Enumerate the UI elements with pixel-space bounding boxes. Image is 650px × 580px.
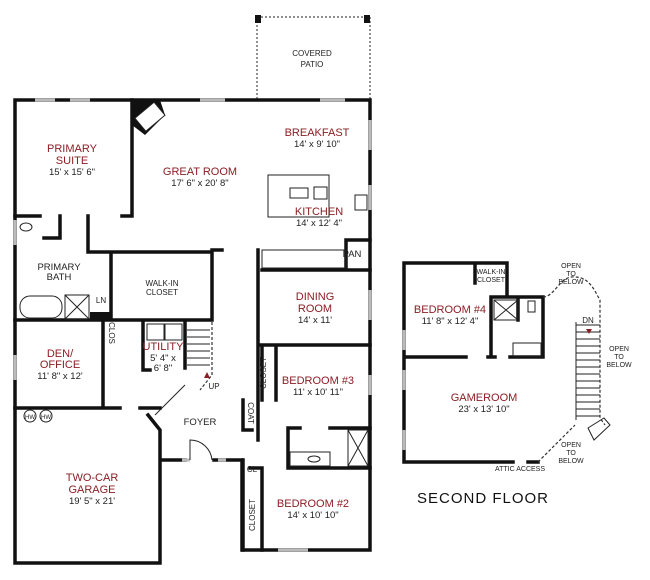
svg-text:OPEN: OPEN [609, 346, 629, 353]
water-heater-icon [39, 409, 53, 423]
primary-suite-label: PRIMARY [47, 143, 98, 155]
utility-dims: 5' 4" x [150, 353, 176, 364]
covered-patio-outline [255, 15, 371, 100]
down-arrow-icon [586, 329, 592, 334]
great-room-dims: 17' 6" x 20' 8" [171, 178, 228, 189]
shower-icon [64, 294, 90, 320]
shower-icon [493, 299, 519, 321]
garage-label: GARAGE [68, 484, 115, 496]
utility-dims: 6' 8" [154, 363, 172, 374]
windows [13, 98, 372, 552]
water-heater-label: HW [41, 415, 51, 421]
stairs-up-label: UP [208, 382, 219, 391]
dining-room-label: ROOM [298, 303, 332, 315]
closet-label: CLOSET [259, 357, 268, 389]
garage-dims: 19' 5" x 21' [69, 496, 115, 507]
walk-in-closet-label: WALK-IN [145, 279, 178, 288]
covered-patio-label: COVERED [292, 49, 332, 58]
covered-patio-label: PATIO [301, 60, 324, 69]
toilet-icon [527, 300, 536, 313]
open-to-below-railing [537, 276, 606, 463]
primary-suite-dims: 15' x 15' 6" [49, 167, 95, 178]
water-heater-icon [23, 409, 37, 423]
utility-label: UTILITY [143, 341, 185, 353]
stairs-down-label: DN [582, 316, 594, 325]
kitchen-counter [261, 249, 347, 269]
closet-label: CLOS [107, 322, 116, 344]
open-to-below-label: OPEN TO BELOW [558, 442, 584, 465]
bathtub-icon [19, 295, 63, 319]
gameroom-dims: 23' x 13' 10" [458, 404, 509, 415]
first-floor: COVERED PATIO BREAKFAST 14' x 9' 10" PRI… [13, 15, 372, 565]
bedroom-2-label: BEDROOM #2 [277, 498, 349, 510]
primary-suite-label: SUITE [56, 155, 88, 167]
walk-in-closet-label: CLOSET [477, 277, 506, 284]
front-door[interactable] [189, 439, 213, 461]
staircase [575, 322, 611, 441]
svg-text:TO: TO [614, 354, 624, 361]
foyer-label: FOYER [184, 417, 217, 428]
primary-bath-label: PRIMARY [37, 262, 81, 273]
breakfast-label: BREAKFAST [285, 127, 350, 139]
shower-icon [347, 429, 369, 467]
second-floor: WALK-IN CLOSET BEDROOM #4 11' 8" x 12' 4… [402, 261, 632, 507]
sink-icon [289, 187, 309, 199]
linen-closet-fill [90, 312, 111, 320]
pantry-label: PAN [343, 249, 362, 260]
dishwasher-icon [313, 186, 328, 200]
svg-text:OPEN: OPEN [561, 263, 581, 270]
bedroom-4-dims: 11' 8" x 12' 4" [422, 316, 479, 327]
den-office-dims: 11' 8" x 12' [37, 371, 83, 382]
garage-label: TWO-CAR [66, 472, 119, 484]
breakfast-dims: 14' x 9' 10" [294, 139, 340, 150]
open-to-below-label: OPEN TO BELOW [558, 263, 584, 286]
great-room-label: GREAT ROOM [163, 166, 237, 178]
svg-text:BELOW: BELOW [606, 362, 632, 369]
svg-text:BELOW: BELOW [558, 458, 584, 465]
svg-text:TO: TO [566, 450, 576, 457]
toilet-icon [19, 222, 33, 232]
gameroom-label: GAMEROOM [451, 392, 518, 404]
svg-text:BELOW: BELOW [558, 279, 584, 286]
bedroom-2-dims: 14' x 10' 10" [287, 510, 338, 521]
staircase [154, 322, 213, 416]
bedroom-4-label: BEDROOM #4 [414, 304, 486, 316]
kitchen-label: KITCHEN [295, 206, 343, 218]
closet-label: CLOSET [248, 499, 257, 531]
up-arrow-icon [204, 372, 210, 378]
interior-walls [13, 98, 372, 552]
walk-in-closet-label: WALK-IN [477, 269, 506, 276]
attic-access-label: ATTIC ACCESS [495, 466, 545, 473]
water-heater-label: HW [25, 415, 35, 421]
exterior-walls [402, 261, 545, 464]
primary-bath-label: BATH [47, 272, 72, 283]
second-floor-title: SECOND FLOOR [417, 490, 549, 507]
den-office-label: DEN/ [47, 348, 74, 360]
svg-text:OPEN: OPEN [561, 442, 581, 449]
range-icon [354, 194, 368, 211]
den-office-label: OFFICE [40, 359, 80, 371]
coat-closet-label: COAT [246, 402, 255, 424]
dining-room-label: DINING [296, 291, 335, 303]
bedroom-3-dims: 11' x 10' 11" [293, 387, 343, 398]
cl-label: CL [247, 465, 258, 474]
dryer-icon [164, 323, 183, 341]
vanity-icon [512, 342, 542, 357]
dining-room-dims: 14' x 11' [298, 315, 332, 326]
linen-label: LN [96, 296, 106, 305]
washer-icon [146, 323, 165, 341]
open-to-below-label: OPEN TO BELOW [606, 346, 632, 369]
sink-icon [307, 455, 321, 463]
svg-text:TO: TO [566, 271, 576, 278]
kitchen-dims: 14' x 12' 4" [296, 218, 342, 229]
bedroom-3-label: BEDROOM #3 [282, 375, 354, 387]
kitchen-island [267, 174, 330, 218]
walk-in-closet-label: CLOSET [146, 288, 178, 297]
